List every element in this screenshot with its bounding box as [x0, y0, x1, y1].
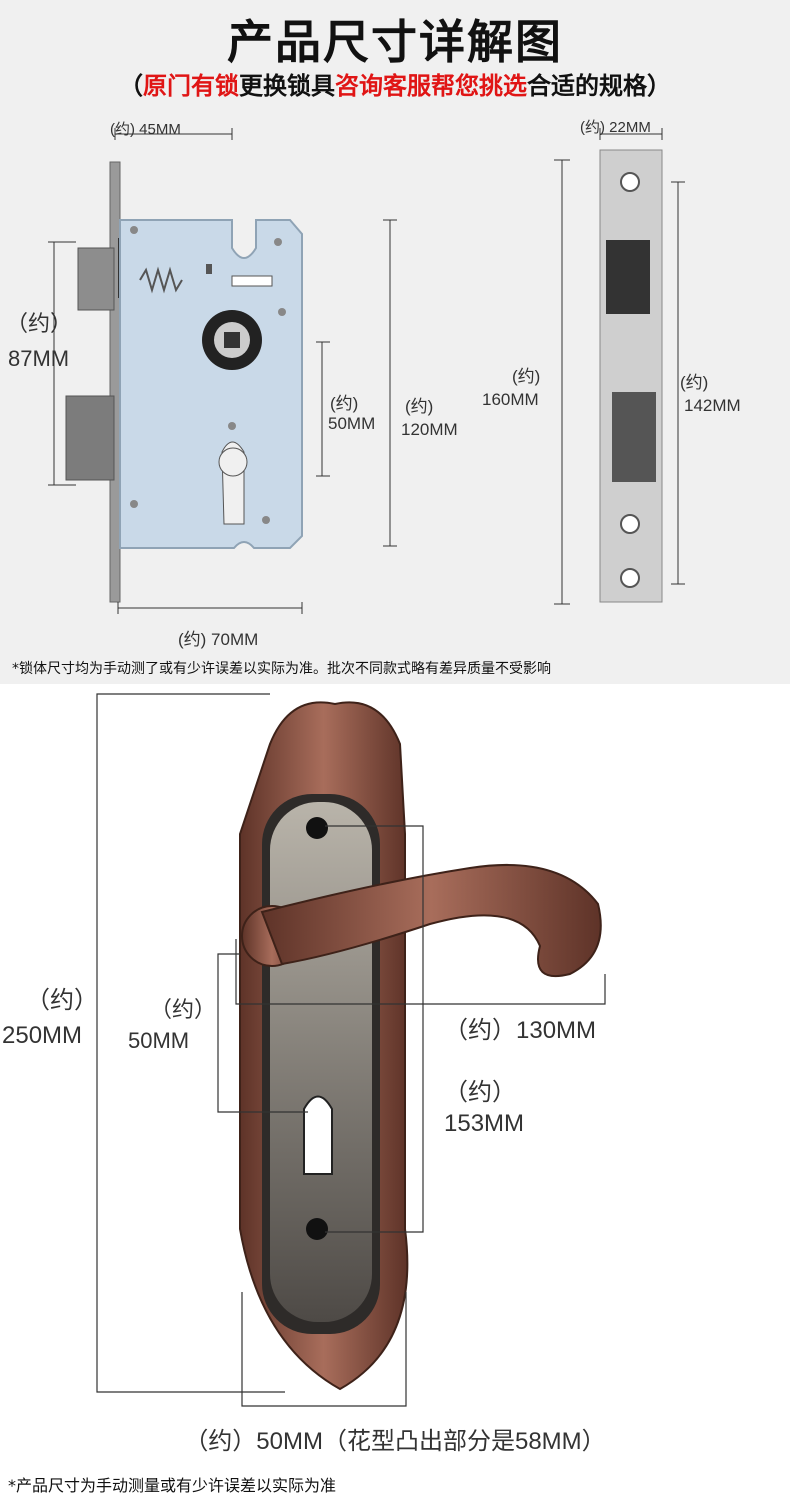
handle-total-label-1: （约） — [26, 987, 98, 1014]
lock-width-top-label: (约) 45MM — [110, 121, 181, 138]
handle-center-label-1: （约） — [150, 997, 217, 1022]
handle-illustration — [96, 693, 606, 1407]
handle-holes-label-2: 153MM — [444, 1110, 525, 1137]
subtitle-black-1: 更换锁具 — [239, 72, 335, 100]
strike-plate-illustration — [554, 128, 685, 605]
page-title: 产品尺寸详解图 — [227, 15, 563, 69]
lock-body-illustration — [48, 128, 397, 614]
handle-width-label: （约）50MM（花型凸出部分是58MM） — [184, 1428, 606, 1455]
strike-holes-label-1: (约) — [680, 373, 709, 392]
handle-center-label-2: 50MM — [128, 1028, 190, 1053]
lock-height-label-2: 87MM — [8, 346, 70, 371]
strike-holes-label-2: 142MM — [684, 396, 741, 415]
subtitle-close: ） — [647, 72, 671, 100]
subtitle-red-2: 咨询客服帮您挑选 — [335, 72, 527, 100]
lock-dimensions-panel: 产品尺寸详解图 （原门有锁更换锁具咨询客服帮您挑选合适的规格） — [0, 0, 790, 684]
subtitle: （原门有锁更换锁具咨询客服帮您挑选合适的规格） — [0, 66, 790, 101]
body-height-label-1: (约) — [405, 397, 434, 416]
hole-distance-label-1: (约) — [330, 394, 359, 413]
subtitle-open: （ — [119, 72, 143, 100]
hole-distance-label-2: 50MM — [328, 414, 376, 433]
strike-length-label-2: 160MM — [482, 390, 539, 409]
strike-width-label: (约) 22MM — [580, 119, 651, 136]
lever-length-label: （约）130MM — [444, 1017, 597, 1044]
subtitle-black-2: 合适的规格 — [527, 72, 647, 100]
lock-height-label-1: （约） — [6, 311, 73, 336]
handle-holes-label-1: （约） — [444, 1079, 516, 1106]
handle-dimensions-panel: （约） 250MM （约） 50MM （约）130MM （约） 153MM （约… — [0, 684, 790, 1502]
lock-width-bottom-label: (约) 70MM — [178, 630, 259, 649]
top-note: *锁体尺寸均为手动测了或有少许误差以实际为准。批次不同款式略有差异质量不受影响 — [12, 661, 551, 677]
subtitle-red-1: 原门有锁 — [143, 72, 239, 100]
strike-length-label-1: (约) — [512, 367, 541, 386]
body-height-label-2: 120MM — [401, 420, 458, 439]
handle-total-label-2: 250MM — [2, 1022, 83, 1049]
bottom-note: *产品尺寸为手动测量或有少许误差以实际为准 — [8, 1476, 337, 1495]
